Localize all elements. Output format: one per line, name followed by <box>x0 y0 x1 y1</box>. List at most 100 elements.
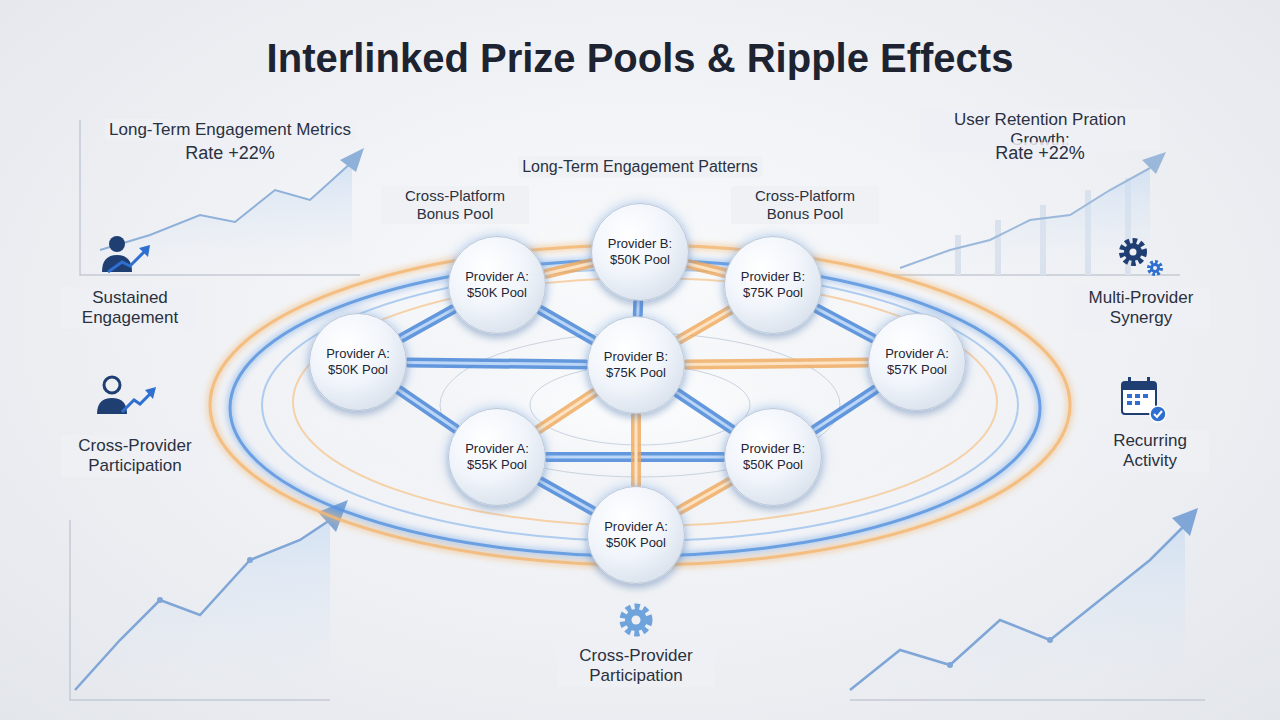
line-chart <box>70 500 348 700</box>
tube-highlight <box>539 393 595 430</box>
arrow-head <box>1142 152 1166 174</box>
tube-outer <box>817 309 873 339</box>
link-tube <box>679 310 730 340</box>
chart-line <box>850 525 1185 690</box>
chart-axis <box>70 520 330 700</box>
text-label: Long-Term Engagement Patterns <box>518 156 762 177</box>
gear-body <box>625 609 647 631</box>
tube-outer <box>402 309 454 338</box>
link-tube <box>539 393 595 430</box>
icon-head <box>109 236 125 252</box>
tube-outer <box>541 481 593 510</box>
person-growth-icon <box>97 377 156 414</box>
link-tube <box>817 309 873 339</box>
tube-outer <box>631 415 641 485</box>
prize-pool-sphere: Provider B: $50K Pool <box>591 203 689 301</box>
gear-teeth <box>623 607 649 633</box>
tube-outer <box>686 363 867 365</box>
text-label: Multi-Provider Synergy <box>1072 287 1210 330</box>
calendar-cell <box>1127 394 1132 398</box>
link-tube <box>402 309 454 338</box>
link-tube <box>678 393 732 429</box>
tube-outer <box>408 363 586 365</box>
diagram-title: Interlinked Prize Pools & Ripple Effects <box>0 36 1280 81</box>
tube-highlight <box>686 363 867 365</box>
chart-dot <box>947 662 953 668</box>
tube-outer <box>679 482 729 511</box>
text-label: Recurring Activity <box>1091 430 1209 473</box>
link-tube <box>636 415 637 485</box>
calendar-ring <box>1147 377 1150 385</box>
link-tube <box>546 263 592 274</box>
tube-outer <box>539 393 595 430</box>
line-chart <box>80 120 364 275</box>
prize-pool-sphere: Provider A: $50K Pool <box>309 313 407 411</box>
chart-axis <box>80 120 360 275</box>
link-tube <box>399 390 455 429</box>
text-label: Rate +22% <box>181 142 279 166</box>
gear-icon <box>1122 241 1161 274</box>
chart-dot <box>1047 637 1053 643</box>
tube-highlight <box>402 309 454 338</box>
tube-outer <box>546 263 592 274</box>
chart-dot <box>247 557 253 563</box>
calendar-header <box>1122 382 1156 390</box>
chart-area <box>100 162 352 275</box>
prize-pool-sphere: Provider A: $57K Pool <box>868 313 966 411</box>
tube-outer <box>815 390 876 430</box>
chart-line <box>100 162 352 250</box>
prize-pool-sphere: Provider B: $50K Pool <box>724 408 822 506</box>
gear-body <box>1150 263 1160 273</box>
tube-highlight <box>408 363 586 365</box>
tube-outer <box>689 264 725 273</box>
text-label: Sustained Engagement <box>61 287 199 330</box>
link-tube <box>540 310 592 340</box>
gear-hole <box>1130 249 1137 256</box>
tube-highlight <box>678 393 732 429</box>
check-mark <box>1154 411 1162 417</box>
person-growth-icon <box>102 236 150 272</box>
pool-label: Provider B: $50K Pool <box>600 236 680 267</box>
check-badge <box>1150 406 1166 422</box>
line-chart <box>850 508 1205 700</box>
tube-outer <box>540 310 592 340</box>
tube-highlight <box>635 415 638 485</box>
tube-outer <box>678 393 732 429</box>
prize-pool-sphere: Provider B: $75K Pool <box>724 236 822 334</box>
prize-pool-sphere: Provider B: $75K Pool <box>587 316 685 414</box>
arrow-head <box>1172 508 1198 536</box>
tube-outer <box>399 390 455 429</box>
calendar-cell <box>1143 394 1148 398</box>
tube-highlight <box>817 309 873 339</box>
chart-dot <box>157 597 163 603</box>
gear-teeth <box>1149 262 1161 274</box>
text-label: Long-Term Engagement Metrics <box>105 119 355 141</box>
chart-line <box>75 520 330 690</box>
pool-label: Provider B: $75K Pool <box>596 349 676 380</box>
gear-hole <box>1153 266 1157 270</box>
text-label: Cross-Provider Participation <box>61 435 209 478</box>
link-tube <box>541 481 593 510</box>
bar-chart <box>890 152 1180 275</box>
arrow-head <box>340 148 364 172</box>
tube-highlight <box>679 310 730 340</box>
icon-arrow <box>108 250 146 272</box>
gear-body <box>1124 243 1142 261</box>
gear-icon <box>623 607 649 633</box>
calendar-cell <box>1135 401 1140 405</box>
icon-arrow-head <box>145 387 156 399</box>
prize-pool-sphere: Provider A: $55K Pool <box>448 408 546 506</box>
chart-area <box>75 520 330 700</box>
text-label: Rate +22% <box>991 142 1089 166</box>
text-label: Cross-Platform Bonus Pool <box>381 186 529 224</box>
tube-highlight <box>815 390 876 430</box>
tube-highlight <box>540 310 592 340</box>
link-tube <box>637 302 638 315</box>
gear-teeth <box>1122 241 1144 263</box>
pool-label: Provider A: $57K Pool <box>877 346 957 377</box>
link-tube <box>679 482 729 511</box>
tube-outer <box>679 310 730 340</box>
tube-highlight <box>636 302 639 315</box>
link-tube <box>408 363 586 365</box>
